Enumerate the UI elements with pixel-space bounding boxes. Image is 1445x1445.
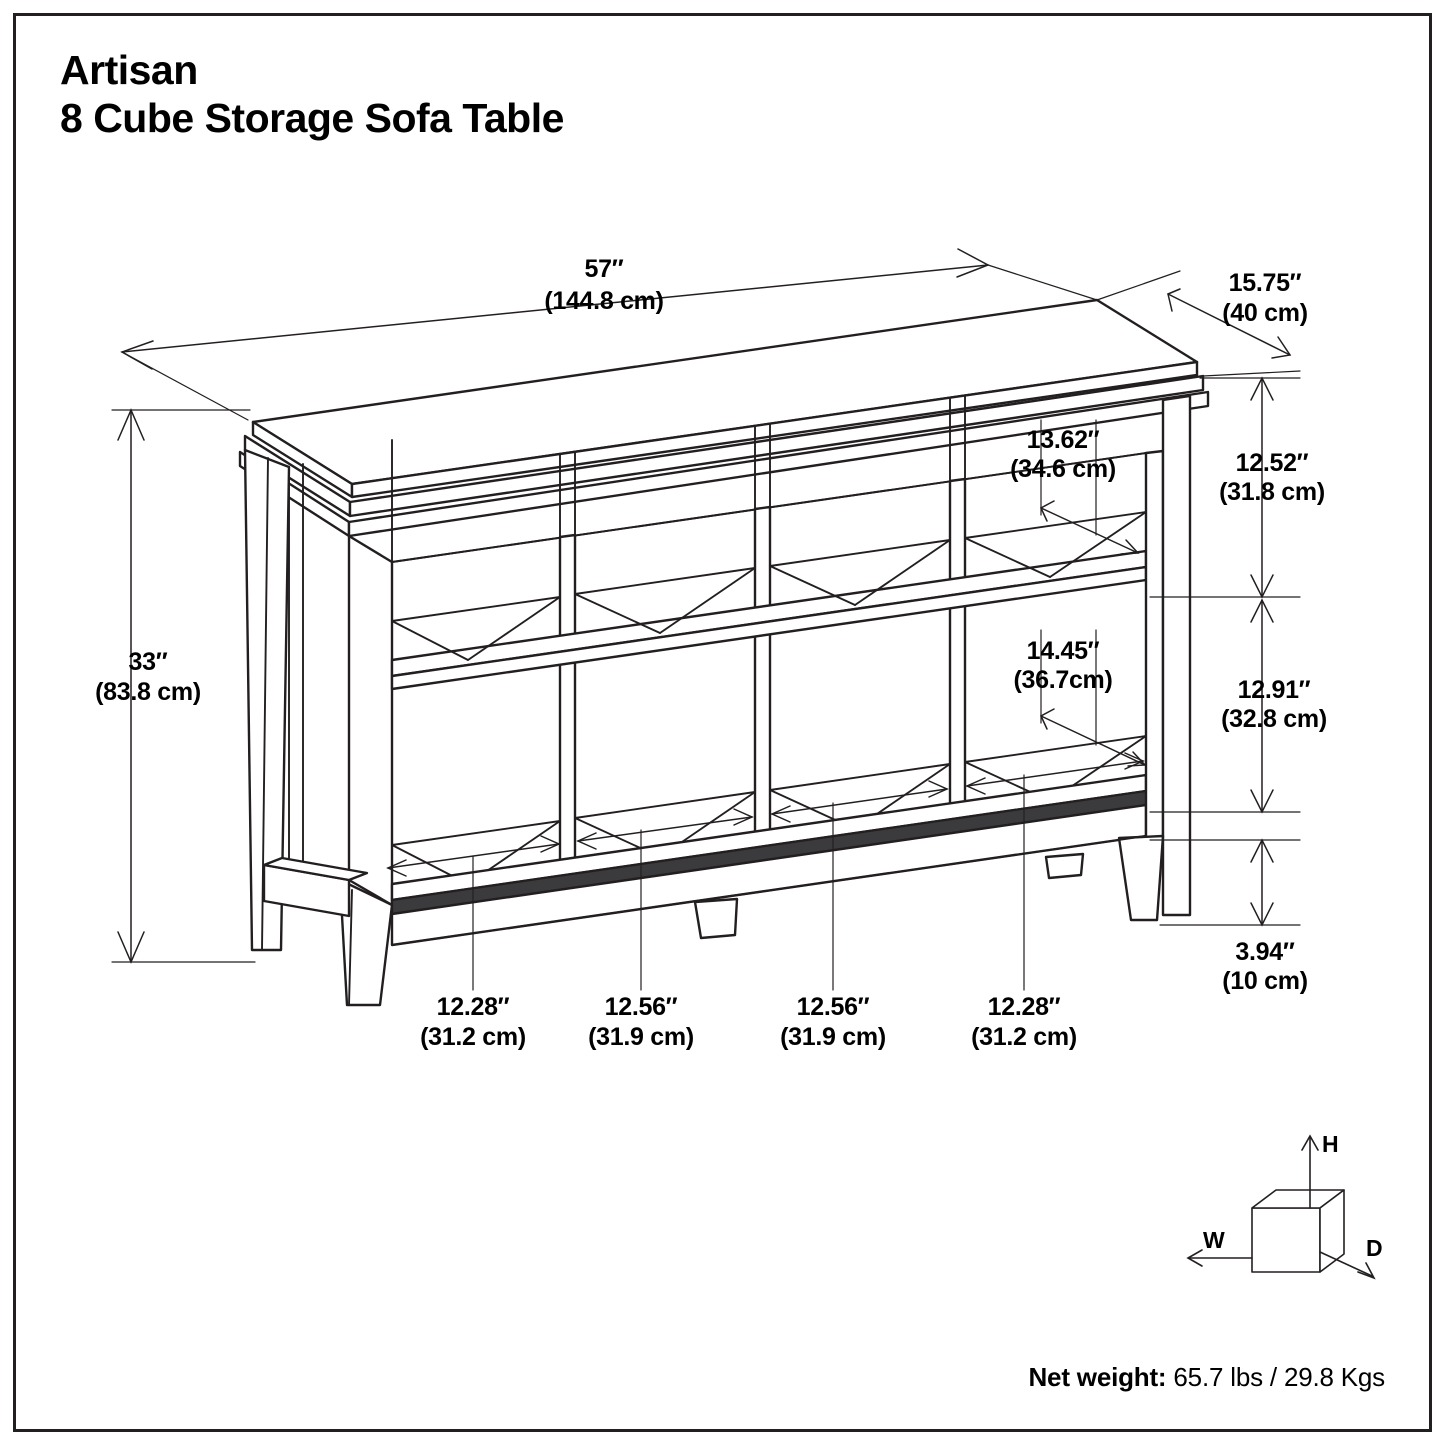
- depth-dim-imperial: 15.75″: [1229, 269, 1302, 297]
- upper-height-metric: (31.8 cm): [1219, 478, 1325, 506]
- upper-depth-metric: (34.6 cm): [1010, 455, 1116, 483]
- lower-depth-imperial: 14.45″: [1027, 637, 1100, 665]
- upper-depth-dim-line: [1040, 507, 1139, 554]
- height-dim-imperial: 33″: [129, 648, 168, 676]
- upper-cube-4-corner: [1049, 511, 1147, 578]
- width-dim-imperial: 57″: [585, 255, 624, 283]
- cube-width-3-arrow-left: [770, 805, 791, 823]
- width-dim-arrow-right: [956, 248, 990, 278]
- cube-width-2-line: [577, 816, 753, 842]
- left-end-panel: [347, 534, 394, 907]
- left-apron-rail-top: [262, 856, 369, 882]
- lower-cube-1-interior-back: [391, 820, 561, 846]
- net-weight-line: Net weight: 65.7 lbs / 29.8 Kgs: [1028, 1362, 1385, 1393]
- cube-divider-2: [753, 505, 772, 854]
- lower-cube-2-interior-back: [574, 791, 756, 819]
- upper-cube-1-corner: [467, 596, 561, 661]
- upper-cube-1-interior-floor: [391, 620, 469, 661]
- cube-divider-3: [948, 477, 967, 826]
- cube-width-3-arrow-right: [928, 780, 949, 798]
- product-line-title: Artisan: [60, 47, 198, 93]
- net-weight-label: Net weight:: [1028, 1362, 1167, 1392]
- cube-width-2-metric: (31.9 cm): [588, 1023, 694, 1051]
- cube-width-2-imperial: 12.56″: [605, 993, 678, 1021]
- legend-height-label: H: [1322, 1131, 1339, 1157]
- lower-cube-4-interior-back: [964, 735, 1147, 763]
- lower-height-imperial: 12.91″: [1238, 676, 1311, 704]
- width-ext-right: [987, 264, 1098, 301]
- table-top-right-edge: [350, 360, 1199, 499]
- upper-depth-imperial: 13.62″: [1027, 426, 1100, 454]
- cube-width-4-arrow-left: [965, 777, 986, 795]
- right-side-panel: [1144, 449, 1165, 840]
- clearance-imperial: 3.94″: [1235, 938, 1294, 966]
- depth-dim-metric: (40 cm): [1222, 299, 1307, 327]
- depth-dim-arrow-bottom: [1271, 336, 1292, 359]
- upper-cube-3-interior-back: [769, 539, 951, 567]
- cube-width-2-arrow-left: [576, 832, 597, 850]
- cube-divider-1: [558, 533, 577, 882]
- lower-depth-dim-line: [1040, 715, 1146, 766]
- furniture-illustration: [238, 298, 1210, 1007]
- table-top-molding-band: [348, 374, 1205, 518]
- axis-legend: H W D: [1186, 1131, 1383, 1280]
- upper-cube-1-interior-back: [391, 596, 561, 622]
- lower-depth-metric: (36.7cm): [1013, 666, 1112, 694]
- cube-width-4-arrow-right: [1124, 752, 1145, 770]
- dimension-annotations: 57″ (144.8 cm) 15.75″ (40 cm) 33″ (83.8 …: [95, 248, 1327, 1051]
- depth-dim-line: [1167, 293, 1291, 356]
- width-dim-line: [121, 264, 989, 353]
- base-ground-line: [391, 835, 1147, 946]
- upper-cube-2-interior-back: [574, 567, 756, 595]
- cube-width-1-imperial: 12.28″: [437, 993, 510, 1021]
- depth-ext-top: [1096, 270, 1181, 301]
- height-dim-metric: (83.8 cm): [95, 678, 201, 706]
- width-dim-metric: (144.8 cm): [544, 287, 663, 315]
- lower-height-metric: (32.8 cm): [1221, 705, 1327, 733]
- depth-ext-bottom: [1202, 370, 1301, 377]
- legend-width-arrow: [1186, 1249, 1203, 1267]
- right-front-leg: [1117, 834, 1165, 922]
- upper-cube-2-corner: [659, 567, 756, 634]
- upper-height-imperial: 12.52″: [1236, 449, 1309, 477]
- upper-cube-4-interior-back: [964, 511, 1147, 539]
- cube-width-2-arrow-right: [733, 808, 754, 826]
- lower-height-arrow-top: [1250, 598, 1274, 623]
- title-block: Artisan 8 Cube Storage Sofa Table: [60, 48, 564, 141]
- upper-cube-3-interior-floor: [769, 565, 856, 606]
- upper-cube-3-corner: [854, 539, 951, 606]
- legend-width-label: W: [1203, 1227, 1225, 1253]
- legend-depth-axis: [1319, 1251, 1373, 1277]
- cube-width-1-arrow-left: [386, 859, 407, 877]
- cube-width-3-metric: (31.9 cm): [780, 1023, 886, 1051]
- left-front-leg: [338, 878, 394, 1007]
- net-weight-value: 65.7 lbs / 29.8 Kgs: [1173, 1362, 1385, 1392]
- legend-cube-right-face: [1319, 1189, 1345, 1273]
- left-front-leg-inner: [348, 889, 353, 1006]
- lower-cube-3-interior-back: [769, 763, 951, 791]
- cube-width-4-imperial: 12.28″: [988, 993, 1061, 1021]
- right-rear-leg: [1161, 394, 1192, 917]
- legend-depth-label: D: [1366, 1235, 1383, 1261]
- left-rear-leg: [243, 448, 291, 952]
- center-support-foot-right: [1044, 852, 1085, 880]
- center-support-foot-left: [693, 897, 739, 940]
- legend-cube-front-face: [1251, 1207, 1321, 1273]
- width-ext-left: [121, 351, 249, 421]
- cube-width-1-arrow-right: [540, 835, 561, 853]
- upper-cube-2-interior-floor: [574, 593, 661, 634]
- cube-width-4-metric: (31.2 cm): [971, 1023, 1077, 1051]
- cube-width-1-metric: (31.2 cm): [420, 1023, 526, 1051]
- legend-height-arrow: [1301, 1134, 1319, 1151]
- cube-width-4-line: [966, 760, 1144, 787]
- upper-depth-arrow-right: [1120, 539, 1140, 555]
- cube-width-3-line: [771, 788, 948, 815]
- legend-depth-arrow: [1357, 1262, 1376, 1280]
- cube-width-3-imperial: 12.56″: [797, 993, 870, 1021]
- product-name-title: 8 Cube Storage Sofa Table: [60, 95, 564, 142]
- depth-dim-arrow-top: [1167, 288, 1181, 312]
- clearance-metric: (10 cm): [1222, 967, 1307, 995]
- upper-cube-4-interior-floor: [964, 537, 1051, 578]
